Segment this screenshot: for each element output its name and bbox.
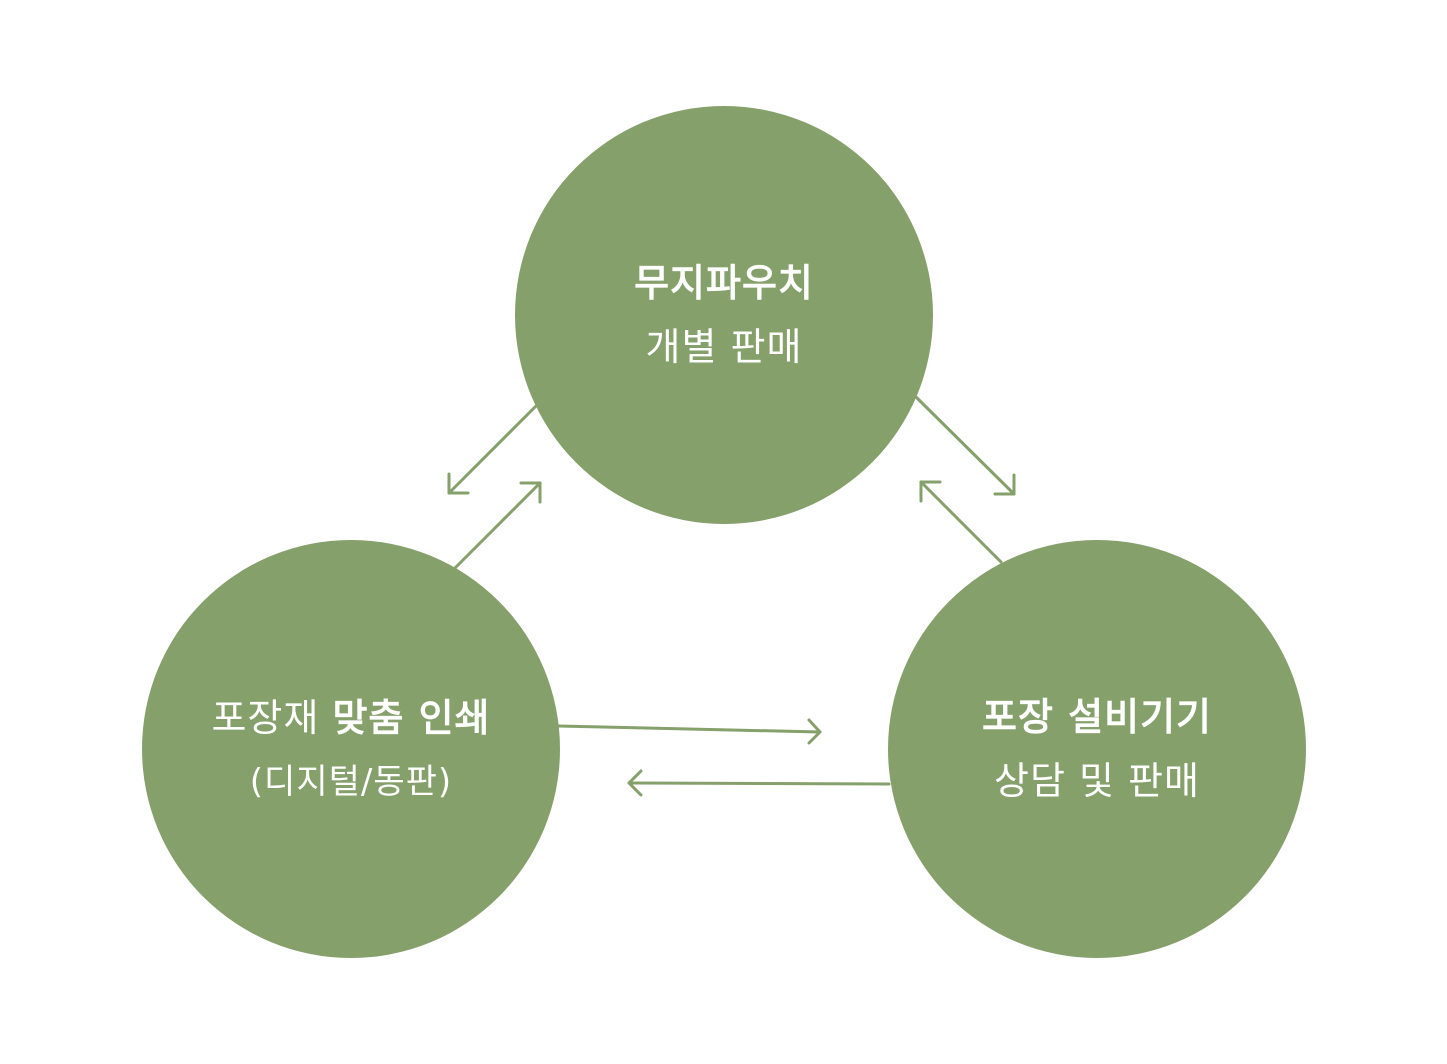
node-top-title: 무지파우치 xyxy=(634,261,814,305)
arrow-right-to-left xyxy=(627,769,891,797)
arrow-left-to-top xyxy=(453,481,542,570)
arrow-top-to-right xyxy=(914,395,1016,496)
node-left-title-light: 포장재 xyxy=(211,696,333,740)
node-left-subtitle: (디지털/동판) xyxy=(249,762,453,802)
node-right-subtitle: 상담 및 판매 xyxy=(994,759,1200,803)
node-left-title-bold: 맞춤 인쇄 xyxy=(332,696,491,740)
node-right-title: 포장 설비기기 xyxy=(982,695,1212,739)
node-custom-printing: 포장재 맞춤 인쇄 (디지털/동판) xyxy=(142,540,560,958)
node-plain-pouch-sales: 무지파우치 개별 판매 xyxy=(515,106,933,524)
node-left-title: 포장재 맞춤 인쇄 xyxy=(211,699,490,737)
arrow-top-to-left xyxy=(447,404,538,495)
node-packaging-equipment: 포장 설비기기 상담 및 판매 xyxy=(888,540,1306,958)
arrow-right-to-top xyxy=(919,480,1003,564)
arrow-left-to-right xyxy=(556,718,822,745)
node-top-subtitle: 개별 판매 xyxy=(645,325,803,369)
